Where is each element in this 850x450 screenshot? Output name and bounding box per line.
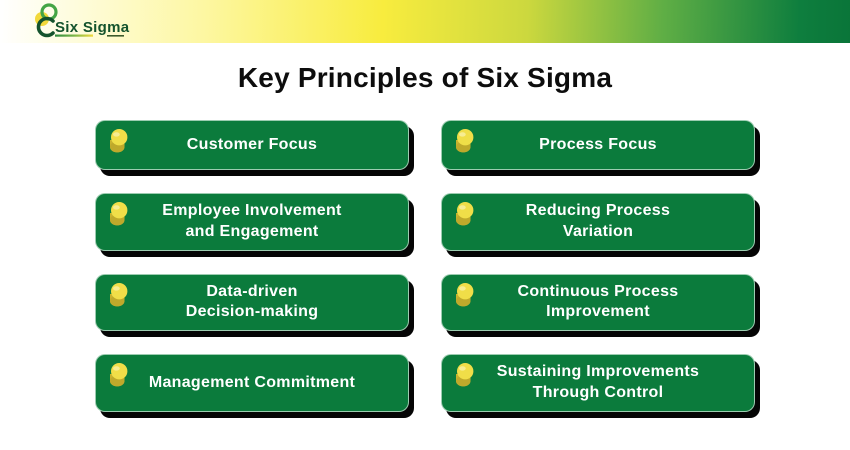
card-label: Process Focus [539,135,657,153]
pushpin-icon [456,129,474,153]
card-reducing-process-variation: Reducing Process Variation [441,193,755,251]
card-label: Data-driven Decision-making [185,282,319,321]
pushpin-icon [456,202,474,226]
card-customer-focus: Customer Focus [95,120,409,170]
card-label: Management Commitment [148,373,356,391]
logo-tagline [107,35,124,37]
card-label: Employee Involvement and Engagement [162,202,342,240]
card-sustaining-improvements: Sustaining Improvements Through Control [441,354,755,412]
pushpin-icon [110,282,128,306]
card-label: Sustaining Improvements Through Control [496,363,700,401]
pushpin-icon [456,363,474,387]
card-data-driven-decision-making: Data-driven Decision-making [95,273,409,332]
principles-grid: Customer Focus Process Focus Employee In… [95,120,755,412]
pushpin-icon [110,129,128,153]
logo-brand-text: Six Sigma [55,19,130,36]
six-sigma-logo-mark [35,3,58,38]
logo-c-swoosh [36,16,55,38]
card-process-focus: Process Focus [441,120,755,170]
card-label: Continuous Process Improvement [517,282,679,321]
card-management-commitment: Management Commitment [95,354,409,412]
card-label: Reducing Process Variation [525,202,671,240]
card-employee-involvement: Employee Involvement and Engagement [95,193,409,251]
pushpin-icon [110,202,128,226]
card-label: Customer Focus [186,135,318,153]
header-banner: Six Sigma [0,0,850,43]
page-title: Key Principles of Six Sigma [237,62,613,93]
logo-underline [55,34,93,37]
six-sigma-logo: Six Sigma [35,3,130,38]
pushpin-icon [110,363,128,387]
card-continuous-process-improvement: Continuous Process Improvement [441,273,755,332]
pushpin-icon [456,282,474,306]
